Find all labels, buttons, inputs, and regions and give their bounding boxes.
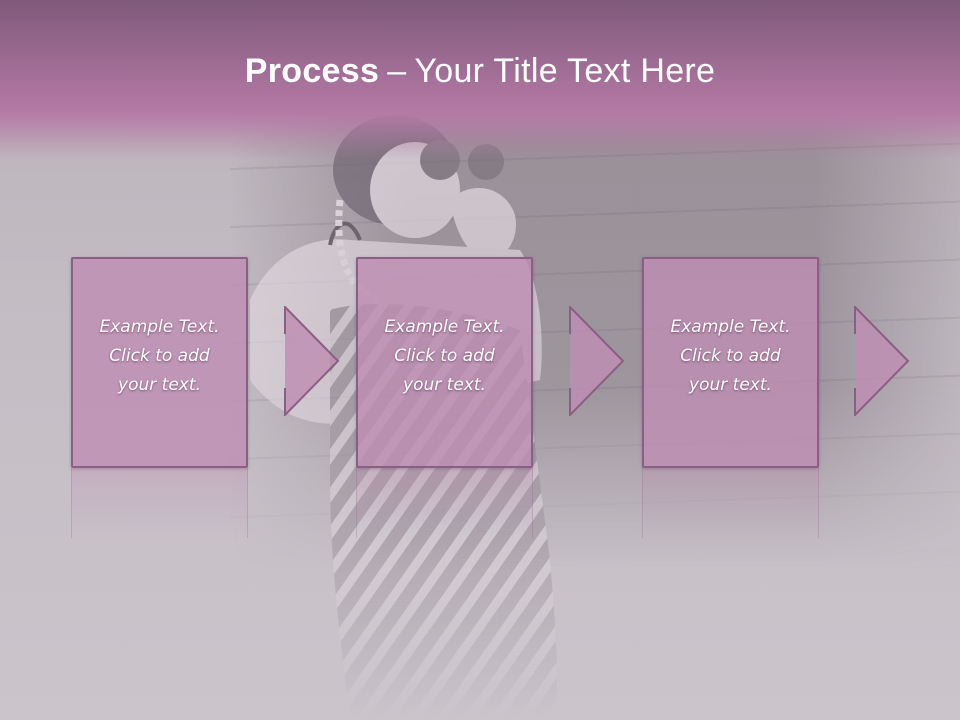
step-1-reflection [71, 468, 248, 538]
step-3-reflection [642, 468, 819, 538]
step-2-line-1: Example Text. [384, 317, 505, 337]
right-arrow-icon [854, 306, 910, 416]
title-bold: Process [244, 52, 380, 90]
title-separator: – [387, 52, 407, 90]
right-arrow-icon [569, 306, 625, 416]
step-2-line-3: your text. [403, 375, 486, 395]
process-step-3[interactable]: Example Text. Click to add your text. [642, 257, 819, 468]
step-1-text[interactable]: Example Text. Click to add your text. [81, 313, 238, 400]
step-3-line-1: Example Text. [670, 317, 791, 337]
step-1-line-1: Example Text. [99, 317, 220, 337]
step-3-text[interactable]: Example Text. Click to add your text. [652, 313, 809, 400]
step-3-line-2: Click to add [680, 346, 781, 366]
step-2-line-2: Click to add [394, 346, 495, 366]
step-1-line-2: Click to add [109, 346, 210, 366]
title-rest: Your Title Text Here [414, 52, 716, 90]
slide-title[interactable]: Process–Your Title Text Here [0, 52, 960, 91]
step-3-line-3: your text. [689, 375, 772, 395]
step-2-reflection [356, 468, 533, 538]
process-step-1[interactable]: Example Text. Click to add your text. [71, 257, 248, 468]
step-2-text[interactable]: Example Text. Click to add your text. [366, 313, 523, 400]
right-arrow-icon [284, 306, 340, 416]
process-step-2[interactable]: Example Text. Click to add your text. [356, 257, 533, 468]
header-band [0, 0, 960, 160]
step-1-line-3: your text. [118, 375, 201, 395]
